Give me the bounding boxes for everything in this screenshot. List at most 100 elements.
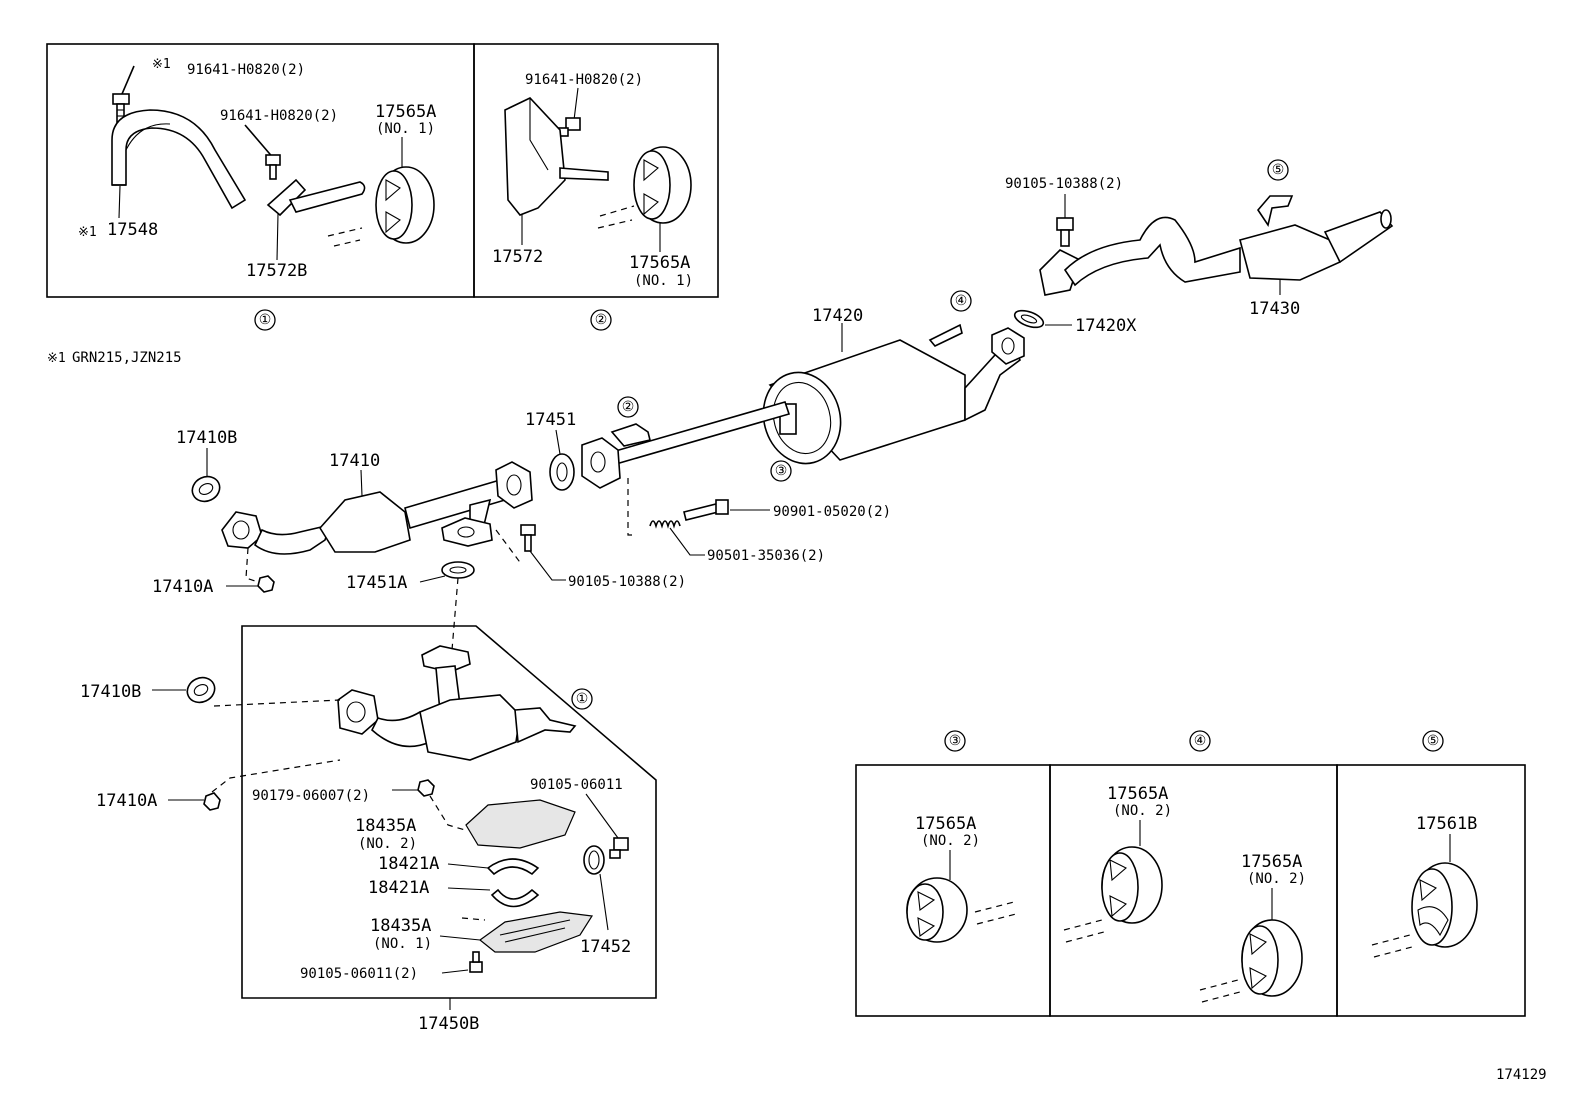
bolt-icon <box>609 837 629 859</box>
label-17565a-box3: 17565A <box>915 814 976 834</box>
label-18421a-b: 18421A <box>368 878 429 898</box>
label-no2-box4-b: (NO. 2) <box>1247 871 1306 887</box>
svg-text:④: ④ <box>955 293 968 309</box>
svg-text:③: ③ <box>775 463 788 479</box>
converter-group-frame <box>241 625 657 999</box>
label-no1-box2: (NO. 1) <box>634 273 693 289</box>
rubber-hanger-icon <box>633 146 692 224</box>
svg-text:③: ③ <box>949 733 962 749</box>
gasket-icon <box>191 475 221 503</box>
mounting-bracket-icon <box>504 97 635 229</box>
svg-text:②: ② <box>595 312 608 328</box>
label-91641-h0820-c: 91641-H0820(2) <box>525 72 643 88</box>
bolt-icon <box>520 524 536 552</box>
hanger-bracket-icon <box>266 178 366 247</box>
heat-shield-lower-icon <box>479 911 594 953</box>
bolt-icon <box>557 117 581 137</box>
svg-text:②: ② <box>622 399 635 415</box>
label-18435a-upper: 18435A <box>355 816 416 836</box>
gasket-icon <box>186 676 216 704</box>
label-17420: 17420 <box>812 306 863 326</box>
detail-box-1: ※1 91641-H0820(2) ※1 17548 91641-H0820(2… <box>46 43 475 298</box>
label-17450b: 17450B <box>418 1014 479 1034</box>
callout-1-top: ① <box>254 309 276 331</box>
label-17420x: 17420X <box>1075 316 1137 336</box>
svg-text:⑤: ⑤ <box>1272 162 1285 178</box>
label-17410b-lower: 17410B <box>80 682 141 702</box>
gasket-icon <box>1013 309 1045 329</box>
note-mark-2: ※1 <box>78 225 97 240</box>
exhaust-bracket-icon <box>111 109 247 210</box>
callout-3-box: ③ <box>944 730 966 752</box>
label-no2-box4-a: (NO. 2) <box>1113 803 1172 819</box>
label-17565a-box1: 17565A <box>375 102 436 122</box>
callout-2-top: ② <box>590 309 612 331</box>
label-17548: 17548 <box>107 220 158 240</box>
front-pipe-assembly <box>221 461 533 555</box>
clamp-upper-icon <box>486 858 540 876</box>
label-17572: 17572 <box>492 247 543 267</box>
detail-box-2-frame <box>473 43 719 298</box>
bolt-icon <box>244 124 281 180</box>
heat-shield-upper-icon <box>465 799 576 849</box>
clamp-lower-icon <box>490 888 540 908</box>
label-no2-shield: (NO. 2) <box>358 836 417 852</box>
hanger-box-3: 17565A (NO. 2) <box>855 764 1051 1017</box>
tail-pipe-assembly <box>1039 195 1394 296</box>
label-no1-box1: (NO. 1) <box>376 121 435 137</box>
label-91641-h0820-a: 91641-H0820(2) <box>187 62 305 78</box>
converter-group <box>241 625 657 999</box>
label-17451: 17451 <box>525 410 576 430</box>
svg-text:①: ① <box>576 691 589 707</box>
spring-icon <box>649 520 681 529</box>
label-90105-06011: 90105-06011 <box>530 777 623 793</box>
label-17451a: 17451A <box>346 573 407 593</box>
callout-4-muffler: ④ <box>950 290 972 312</box>
bolt-icon <box>1056 194 1074 247</box>
label-90105-10388: 90105-10388(2) <box>568 574 686 590</box>
callout-5-box: ⑤ <box>1422 730 1444 752</box>
label-17565a-box4-a: 17565A <box>1107 784 1168 804</box>
label-17452: 17452 <box>580 937 631 957</box>
svg-text:④: ④ <box>1194 733 1207 749</box>
label-91641-h0820-b: 91641-H0820(2) <box>220 108 338 124</box>
gasket-icon <box>549 453 575 491</box>
label-17410b-top: 17410B <box>176 428 237 448</box>
callout-5-tailpipe: ⑤ <box>1267 159 1289 181</box>
label-90105-06011-2: 90105-06011(2) <box>300 966 418 982</box>
label-90179-06007: 90179-06007(2) <box>252 788 370 804</box>
label-18421a-a: 18421A <box>378 854 439 874</box>
note-mark-1: ※1 <box>152 57 171 72</box>
callout-2-pipe: ② <box>617 396 639 418</box>
callout-3-muffler: ③ <box>770 460 792 482</box>
band-clamp-icon <box>583 845 605 875</box>
nut-icon <box>203 792 221 811</box>
muffler-assembly <box>762 323 1025 465</box>
label-17410a-top: 17410A <box>152 577 213 597</box>
rubber-hanger-icon <box>1063 846 1163 943</box>
nut-icon <box>417 779 435 797</box>
label-17410a-lower: 17410A <box>96 791 157 811</box>
rubber-hanger-icon <box>1371 862 1478 958</box>
label-17565a-box4-b: 17565A <box>1241 852 1302 872</box>
figure-id: 174129 <box>1496 1067 1547 1083</box>
label-90901-05020: 90901-05020(2) <box>773 504 891 520</box>
hanger-box-4: 17565A (NO. 2) 17565A (NO. 2) <box>1049 764 1338 1017</box>
gasket-icon <box>441 561 475 579</box>
label-18435a-lower: 18435A <box>370 916 431 936</box>
label-17572b: 17572B <box>246 261 307 281</box>
label-17561b: 17561B <box>1416 814 1477 834</box>
svg-text:⑤: ⑤ <box>1427 733 1440 749</box>
hanger-box-5: 17561B <box>1336 764 1526 1017</box>
label-no1-shield: (NO. 1) <box>373 936 432 952</box>
label-no2-box3: (NO. 2) <box>921 833 980 849</box>
rubber-hanger-icon <box>906 877 1017 943</box>
svg-text:①: ① <box>259 312 272 328</box>
bolt-icon <box>469 951 483 973</box>
rubber-hanger-icon <box>375 166 435 244</box>
label-17430: 17430 <box>1249 299 1300 319</box>
label-17410: 17410 <box>329 451 380 471</box>
note-mark-3: ※1 <box>47 351 66 366</box>
detail-box-2: 91641-H0820(2) 17572 17565A (NO. 1) <box>473 43 719 298</box>
